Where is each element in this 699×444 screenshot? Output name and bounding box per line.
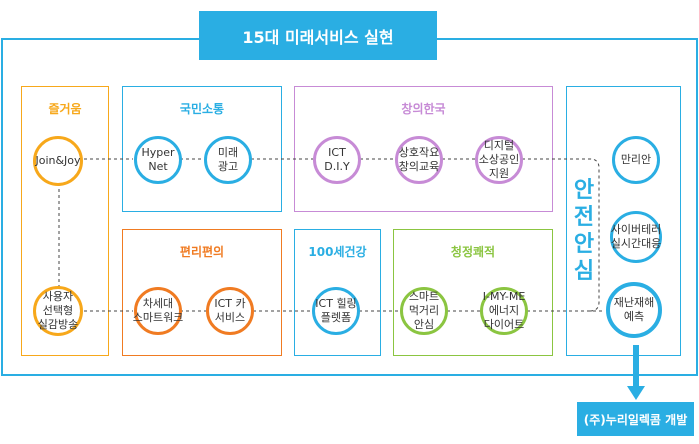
developer-label: (주)누리일렉콤 개발 — [577, 402, 694, 436]
title-banner: 15대 미래서비스 실현 — [199, 11, 437, 60]
service-ict-healing: ICT 힐링 플렛폼 — [312, 287, 360, 335]
safety-label-text: 안전안심 — [573, 178, 595, 284]
service-hyper-net: Hyper Net — [134, 136, 182, 184]
service-next-work: 차세대 스마트워크 — [133, 287, 183, 335]
service-join-joy: Join&Joy — [33, 136, 83, 186]
group-convenience-label: 편리편의 — [179, 245, 225, 259]
service-creative-edu: 상호작요 창의교육 — [395, 136, 443, 184]
service-digital-merchant: 디지털 소상공인 지원 — [475, 136, 523, 184]
group-creative-label: 창의한국 — [401, 102, 446, 116]
group-safety-label: 안전안심 — [571, 177, 597, 285]
service-ict-diy: ICT D.I.Y — [313, 136, 361, 184]
service-user-broadcast: 사용자 선택형 실감방송 — [33, 286, 83, 336]
service-disaster: 재난재해 예측 — [606, 282, 662, 338]
group-health-label: 100세건강 — [308, 245, 367, 259]
group-fun-label: 즐거움 — [48, 102, 82, 116]
service-future-ad: 미래 광고 — [204, 136, 252, 184]
group-clean-label: 청정쾌적 — [450, 245, 496, 259]
service-smart-food: 스마트 먹거리 안심 — [400, 287, 448, 335]
group-communication-label: 국민소통 — [179, 102, 225, 116]
service-cyber-terror: 사이버테러 실시간대응 — [610, 211, 662, 263]
service-ict-car: ICT 카 서비스 — [206, 287, 254, 335]
service-great-wall: 만리안 — [612, 136, 660, 184]
service-energy-diet: I-MY-ME 에너지 다이어트 — [480, 287, 528, 335]
